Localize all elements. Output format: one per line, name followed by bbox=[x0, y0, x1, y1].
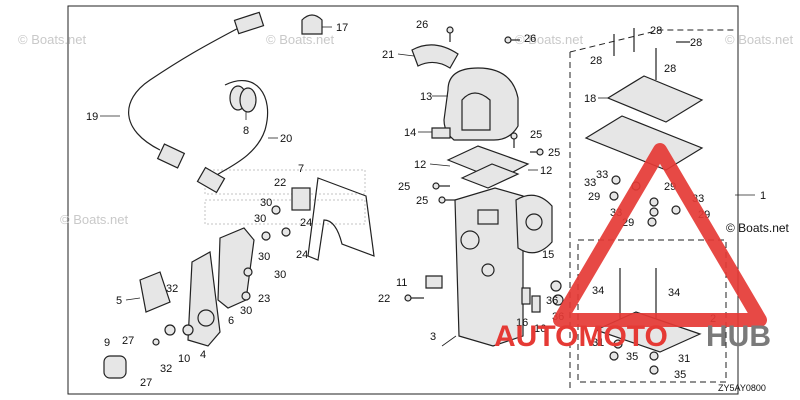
watermark-text: © Boats.net bbox=[725, 32, 794, 47]
callout-16: 16 bbox=[516, 317, 528, 329]
callout-15: 15 bbox=[542, 249, 554, 261]
callout-27: 27 bbox=[122, 335, 134, 347]
callout-labels: 17 26 26 21 13 14 25 25 12 12 25 25 19 8… bbox=[86, 19, 766, 389]
side-bracket bbox=[139, 271, 171, 313]
gear-plate bbox=[515, 194, 553, 254]
clip-part bbox=[301, 14, 323, 35]
brand-text-gray: HUB bbox=[706, 320, 771, 353]
callout-20: 20 bbox=[280, 133, 292, 145]
stopper-bracket bbox=[425, 275, 443, 289]
callout-4: 4 bbox=[200, 349, 206, 361]
diagram-code: ZY5AY0800 bbox=[718, 383, 766, 393]
callout-32: 32 bbox=[160, 363, 172, 375]
wire-harness bbox=[128, 11, 269, 194]
small-bracket bbox=[431, 127, 451, 139]
control-body bbox=[454, 187, 524, 347]
callout-16: 16 bbox=[534, 323, 546, 335]
brand-text-red: AUTOMOTO bbox=[494, 320, 668, 353]
cover-strip bbox=[411, 44, 459, 69]
callout-35: 35 bbox=[674, 369, 686, 381]
watermark-text: © Boats.net bbox=[60, 212, 129, 227]
assembly-boundary bbox=[569, 29, 735, 53]
callout-19: 19 bbox=[86, 111, 98, 123]
bushing-part bbox=[103, 355, 127, 379]
callout-17: 17 bbox=[336, 22, 348, 34]
callout-33: 33 bbox=[584, 177, 596, 189]
callout-9: 9 bbox=[104, 337, 110, 349]
pin-part bbox=[531, 295, 541, 313]
callout-30: 30 bbox=[258, 251, 270, 263]
watermark-text: © Boats.net bbox=[515, 32, 584, 47]
callout-30: 30 bbox=[240, 305, 252, 317]
washer-part bbox=[552, 294, 564, 306]
callout-14: 14 bbox=[404, 127, 416, 139]
callout-31: 31 bbox=[592, 337, 604, 349]
callout-34: 34 bbox=[592, 285, 604, 297]
callout-13: 13 bbox=[420, 91, 432, 103]
callout-30: 30 bbox=[254, 213, 266, 225]
callout-21: 21 bbox=[382, 49, 394, 61]
callout-22: 22 bbox=[274, 177, 286, 189]
fastener-set bbox=[152, 205, 291, 346]
callout-35: 35 bbox=[626, 351, 638, 363]
callout-29: 29 bbox=[588, 191, 600, 203]
callout-30: 30 bbox=[274, 269, 286, 281]
diagram-frame bbox=[67, 5, 739, 395]
callout-12: 12 bbox=[414, 159, 426, 171]
callout-12: 12 bbox=[540, 165, 552, 177]
callout-6: 6 bbox=[228, 315, 234, 327]
pin-part bbox=[521, 287, 531, 305]
callout-31: 31 bbox=[678, 353, 690, 365]
callout-30: 30 bbox=[260, 197, 272, 209]
callout-25: 25 bbox=[398, 181, 410, 193]
callout-28: 28 bbox=[690, 37, 702, 49]
callout-7: 7 bbox=[298, 163, 304, 175]
callout-3: 3 bbox=[430, 331, 436, 343]
callout-22: 22 bbox=[378, 293, 390, 305]
watermark-text: © Boats.net bbox=[266, 32, 335, 47]
bolt-set bbox=[432, 26, 544, 204]
callout-18: 18 bbox=[584, 93, 596, 105]
callout-25: 25 bbox=[416, 195, 428, 207]
housing-cover bbox=[443, 67, 519, 141]
callout-1: 1 bbox=[760, 190, 766, 202]
callout-23: 23 bbox=[258, 293, 270, 305]
callout-28: 28 bbox=[650, 25, 662, 37]
callout-8: 8 bbox=[243, 125, 249, 137]
callout-10: 10 bbox=[178, 353, 190, 365]
upper-gasket bbox=[606, 75, 704, 123]
assembly-boundary bbox=[577, 239, 727, 383]
callout-26: 26 bbox=[416, 19, 428, 31]
watermark-text-dark: © Boats.net bbox=[726, 221, 790, 235]
callout-25: 25 bbox=[530, 129, 542, 141]
callout-26: 26 bbox=[524, 33, 536, 45]
callout-28: 28 bbox=[664, 63, 676, 75]
switch-part bbox=[291, 187, 311, 211]
warning-triangle-icon bbox=[553, 143, 767, 327]
bolt-group-28 bbox=[613, 28, 690, 80]
callout-24: 24 bbox=[296, 249, 308, 261]
callout-32: 32 bbox=[166, 283, 178, 295]
callout-11: 11 bbox=[396, 277, 407, 289]
plate-part bbox=[584, 115, 704, 171]
callout-25: 25 bbox=[548, 147, 560, 159]
gasket-plate bbox=[307, 177, 375, 261]
callout-36: 36 bbox=[546, 295, 558, 307]
washer-part bbox=[550, 280, 562, 292]
callout-5: 5 bbox=[116, 295, 122, 307]
leader-lines bbox=[100, 26, 608, 347]
callout-33: 33 bbox=[596, 169, 608, 181]
callout-28: 28 bbox=[590, 55, 602, 67]
callout-24: 24 bbox=[300, 217, 312, 229]
watermark-text: © Boats.net bbox=[18, 32, 87, 47]
callout-27: 27 bbox=[140, 377, 152, 389]
callout-34: 34 bbox=[668, 287, 680, 299]
brand-logo: AUTOMOTO HUB bbox=[494, 143, 771, 353]
